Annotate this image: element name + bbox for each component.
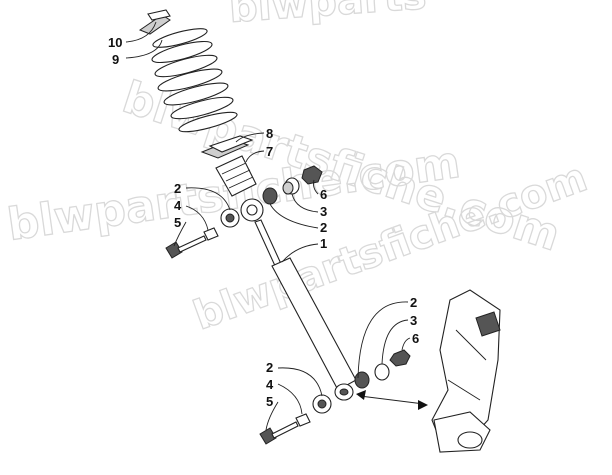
callout-5-lower: 5 (266, 394, 273, 409)
part-coil-spring (151, 28, 238, 133)
callout-8: 8 (266, 126, 273, 141)
callout-2-lower-right: 2 (410, 295, 417, 310)
part-sleeve-upper (203, 227, 219, 241)
part-spacer-lower (374, 363, 390, 381)
callout-3-upper: 3 (320, 204, 327, 219)
callout-2-lower-left: 2 (266, 360, 273, 375)
part-bolt-upper (165, 235, 207, 259)
callout-7: 7 (266, 144, 273, 159)
callout-9: 9 (112, 52, 119, 67)
part-spring-clip (138, 9, 171, 35)
part-bushing-upper-right (262, 187, 278, 205)
part-lock-nut-lower (389, 349, 411, 367)
watermark-line-1: blwparts (227, 0, 427, 32)
callouts: 10 9 8 7 6 3 2 2 4 5 1 2 3 6 2 4 5 (108, 35, 419, 409)
callout-4-upper: 4 (174, 198, 182, 213)
part-bushing-lower-left (312, 394, 332, 414)
callout-6-upper: 6 (320, 187, 327, 202)
leader-lines (125, 21, 411, 431)
part-spacer-upper (282, 177, 300, 195)
callout-2-upper-right: 2 (320, 220, 327, 235)
callout-1: 1 (320, 236, 327, 251)
part-shock-absorber (240, 198, 357, 401)
callout-3-lower: 3 (410, 313, 417, 328)
part-spring-seat (200, 135, 254, 159)
callout-2-upper-left: 2 (174, 181, 181, 196)
part-bushing-lower-right (354, 371, 370, 389)
part-bolt-lower (259, 421, 299, 445)
part-lock-nut-upper (301, 165, 323, 185)
mounting-arrow (356, 390, 428, 410)
part-steering-knuckle (431, 289, 501, 453)
part-bushing-upper-left (220, 208, 240, 228)
callout-10: 10 (108, 35, 122, 50)
callout-6-lower: 6 (412, 331, 419, 346)
part-bump-stop (215, 155, 257, 197)
part-sleeve-lower (295, 413, 311, 427)
callout-4-lower: 4 (266, 377, 274, 392)
callout-5-upper: 5 (174, 215, 181, 230)
